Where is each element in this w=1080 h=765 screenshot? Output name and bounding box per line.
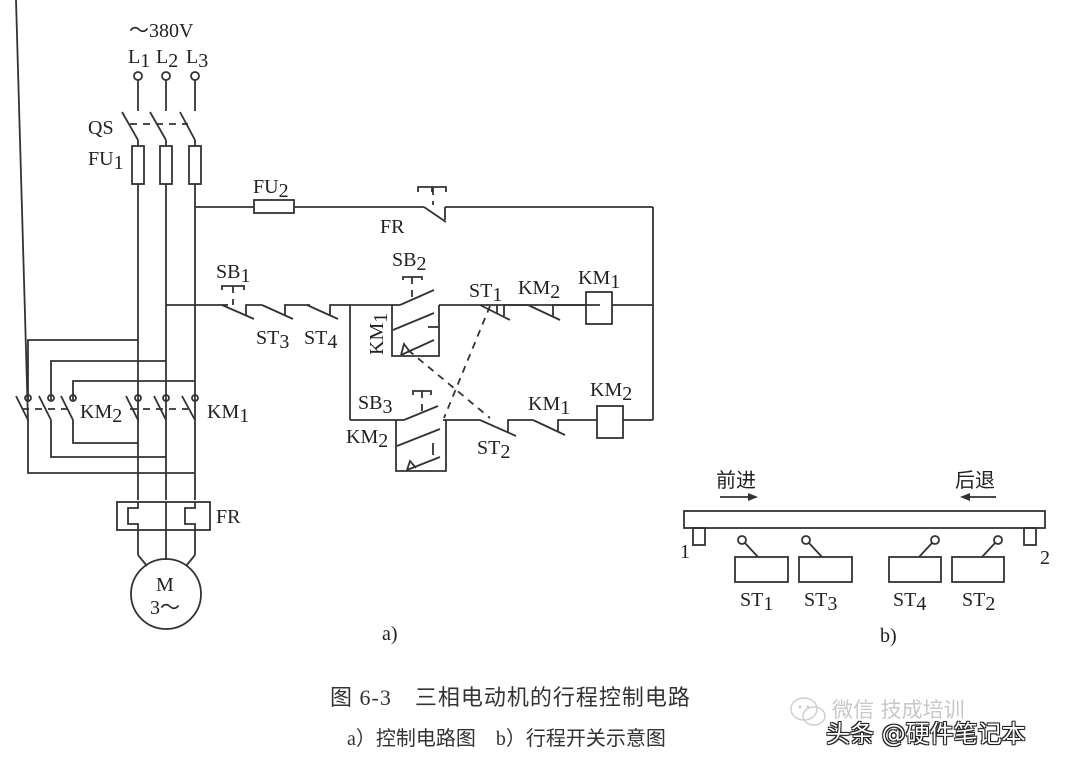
forward-label: 前进 [716,469,756,492]
switch-st3 [798,556,853,583]
backward-label: 后退 [955,469,995,492]
switch-st4 [888,556,942,583]
fuse-l2 [159,145,173,185]
watermark-wechat-text: 微信 技成培训 [832,698,965,722]
motor-label-m: M [156,574,174,596]
km1-main-contacts: KM1 [125,394,249,427]
motor-circle [130,558,202,630]
supply-header: ～380V L1 L2 L3 [128,20,208,72]
stop-and-limit-series: SB1 ST3 ST4 [216,261,396,421]
km2-coil-label: KM2 [590,379,632,405]
terminal-l3 [190,71,200,81]
fu2-label: FU2 [253,176,289,202]
km1-coil [585,291,613,325]
sb1-label: SB1 [216,261,250,287]
km2-contact-label: KM2 [80,401,122,427]
fr-overload-label: FR [380,216,405,238]
power-buses [137,184,254,500]
watermark-toutiao-text: 头条 @硬件笔记本 [826,720,1026,748]
stop-block-left [692,527,706,546]
fuse-l3 [188,145,202,185]
st4-label: ST4 [304,327,337,353]
fr-housing [116,501,211,531]
forward-arrow-icon [748,493,758,501]
fr-thermal-label: FR [216,506,241,528]
fu1-main-fuses: FU1 [88,145,202,185]
switch-st4-label: ST4 [893,589,926,615]
qs-isolator-switch: QS [88,111,196,146]
wechat-icon [790,697,826,726]
fr-thermal-relay: FR [116,501,241,531]
km2-interlock-label: KM2 [518,277,560,303]
stop-right-label: 2 [1040,547,1050,569]
km1-coil-label: KM1 [578,267,620,293]
sb3-label: SB3 [358,392,392,418]
fu1-label: FU1 [88,148,124,174]
switch-st3-label: ST3 [804,589,837,615]
mechanical-linkages [407,305,491,419]
km2-coil [596,405,624,439]
st1-label: ST1 [469,280,502,306]
km1-contact-label: KM1 [207,401,249,427]
qs-label: QS [88,117,114,139]
fuse-l1 [131,145,145,185]
reverse-coil-branch: ST2 KM1 KM2 [477,379,653,463]
km2-reverse-wiring [15,0,195,474]
switch-st1 [734,556,789,583]
terminal-l2 [161,71,171,81]
figure-caption-subtitle: a）控制电路图 b）行程开关示意图 [347,728,666,750]
switch-st1-label: ST1 [740,589,773,615]
motor: M 3～ [130,530,202,630]
control-top-rail: FU2 FR [253,176,654,420]
stop-block-right [1023,527,1037,546]
supply-terminals [133,71,200,111]
panel-a-label: a) [382,623,398,645]
km1-interlock-label: KM1 [528,393,570,419]
st2-label: ST2 [477,437,510,463]
switch-st2 [951,556,1005,583]
supply-voltage-label: ～380V [129,20,194,42]
terminal-l1 [133,71,143,81]
stop-left-label: 1 [680,541,690,563]
sb2-label: SB2 [392,249,426,275]
st3-label: ST3 [256,327,289,353]
worktable-bar [683,510,1046,529]
km2-main-contacts: KM2 [15,394,122,427]
km1-holding-label: KM1 [366,313,392,355]
figure-caption-title: 图 6-3 三相电动机的行程控制电路 [330,685,691,710]
forward-start-branch: SB2 KM1 [366,249,600,357]
travel-diagram: 前进 后退 1 2 ST1 ST3 ST4 ST2 [680,469,1050,615]
phase-l1-label: L1 [128,46,150,72]
phase-l3-label: L3 [186,46,208,72]
panel-b-label: b) [880,625,897,647]
motor-label-phase: 3～ [150,597,180,619]
switch-st2-label: ST2 [962,589,995,615]
reverse-start-branch: SB3 KM2 [346,390,480,472]
km2-holding-label: KM2 [346,426,388,452]
phase-l2-label: L2 [156,46,178,72]
backward-arrow-icon [960,493,970,501]
forward-coil-branch: ST1 KM2 KM1 [469,267,653,325]
